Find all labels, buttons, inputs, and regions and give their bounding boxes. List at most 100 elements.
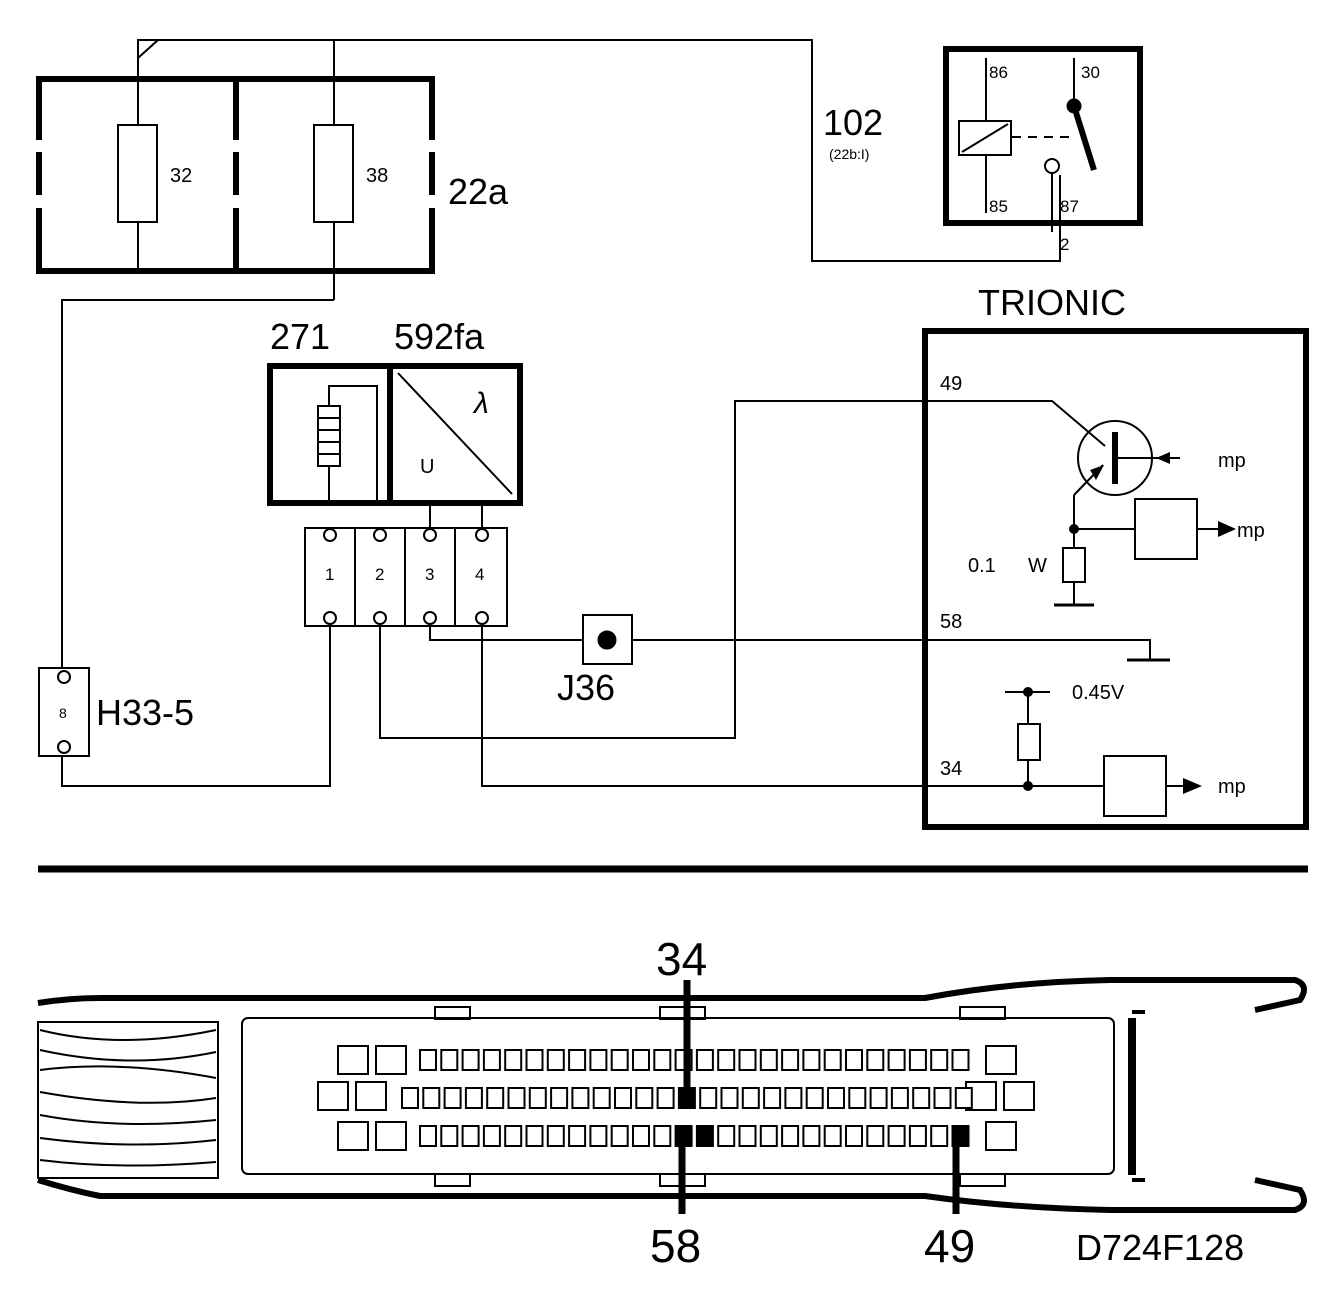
bias-resistor (1017, 723, 1041, 761)
lambda-symbol: λ (472, 387, 489, 420)
pin (869, 1087, 888, 1109)
pin (908, 1125, 927, 1147)
relay-coil (958, 120, 1012, 156)
corner-pin (375, 1045, 407, 1075)
pin (695, 1125, 714, 1147)
relay-terminal-86: 86 (989, 63, 1008, 82)
pin (845, 1125, 863, 1147)
corner-pin (337, 1121, 369, 1151)
pin (635, 1087, 654, 1109)
junction-j36 (582, 614, 633, 665)
voltage-symbol: U (420, 456, 434, 478)
pin (461, 1049, 480, 1071)
ecu-pin-58: 58 (940, 611, 962, 633)
highlight-pin-49: 49 (924, 1220, 975, 1272)
ecu-connector (37, 977, 1307, 1213)
pin (802, 1125, 821, 1147)
output-label-2: mp (1237, 520, 1265, 542)
pin (930, 1125, 949, 1147)
pin (486, 1087, 505, 1109)
pin (781, 1125, 800, 1147)
corner-pin (985, 1045, 1017, 1075)
connector-pin-2: 2 (375, 565, 384, 584)
pin (759, 1125, 778, 1147)
pin (653, 1125, 672, 1147)
fuse-32-label: 32 (170, 165, 192, 187)
pin (781, 1049, 800, 1071)
pin (568, 1049, 587, 1071)
pin (546, 1049, 565, 1071)
pin (848, 1087, 867, 1109)
heater-label: 271 (270, 316, 330, 357)
pin (933, 1087, 952, 1109)
pin (912, 1087, 931, 1109)
pin (890, 1087, 909, 1109)
highlight-leads (678, 980, 960, 1214)
pin (528, 1087, 547, 1109)
relay-contact-87 (1044, 158, 1060, 174)
pin (507, 1087, 526, 1109)
corner-pin (985, 1121, 1017, 1151)
pin (482, 1049, 501, 1071)
pin (504, 1125, 523, 1147)
pin (568, 1125, 587, 1147)
fuse-box-label: 22a (448, 171, 509, 212)
relay-wire-label: 102 (823, 102, 883, 143)
connector-pin-4: 4 (475, 565, 484, 584)
pin (440, 1125, 459, 1147)
pin (866, 1049, 885, 1071)
relay-terminal-87: 87 (1060, 197, 1079, 216)
ecu-pin-34: 34 (940, 758, 962, 780)
pin (738, 1125, 757, 1147)
ecu-block-upper (1134, 498, 1198, 560)
pin (845, 1049, 863, 1071)
pin (525, 1125, 544, 1147)
relay-terminal-85: 85 (989, 197, 1008, 216)
pin (589, 1049, 608, 1071)
pin (717, 1125, 736, 1147)
resistor-unit: W (1028, 555, 1047, 577)
pin (525, 1049, 544, 1071)
pin (571, 1087, 590, 1109)
pin (422, 1087, 441, 1109)
pin (717, 1049, 736, 1071)
pin (610, 1049, 629, 1071)
pin (401, 1087, 419, 1109)
pin (440, 1049, 459, 1071)
pin (802, 1049, 821, 1071)
pin (887, 1049, 906, 1071)
pin (589, 1125, 608, 1147)
pin (741, 1087, 760, 1109)
pin (827, 1087, 845, 1109)
fuse-32 (117, 124, 158, 223)
pin (461, 1125, 480, 1147)
connector-h33 (38, 667, 90, 757)
pin (720, 1087, 739, 1109)
pin (614, 1087, 632, 1109)
pin (930, 1049, 949, 1071)
heater-element (317, 405, 341, 467)
pin (656, 1087, 675, 1109)
pin (419, 1049, 437, 1071)
pin (866, 1125, 885, 1147)
fuse-38-label: 38 (366, 165, 388, 187)
resistor-value: 0.1 (968, 555, 996, 577)
corner-pin (337, 1045, 369, 1075)
pin (504, 1049, 523, 1071)
pin (738, 1049, 757, 1071)
pin (699, 1087, 718, 1109)
pin (784, 1087, 803, 1109)
pin (482, 1125, 501, 1147)
sensor-label: 592fa (394, 316, 485, 357)
pin (759, 1049, 778, 1071)
highlight-pin-34: 34 (656, 933, 707, 985)
pin (805, 1087, 824, 1109)
shunt-resistor (1062, 547, 1086, 583)
fuse-box (34, 40, 437, 300)
relay-pin-label: 2 (1060, 235, 1069, 254)
reference-code: D724F128 (1076, 1227, 1244, 1268)
ecu-pin-49: 49 (940, 373, 962, 395)
relay-wire-sublabel: (22b:I) (829, 146, 869, 162)
sensor-connector (304, 527, 508, 627)
pin (823, 1049, 842, 1071)
